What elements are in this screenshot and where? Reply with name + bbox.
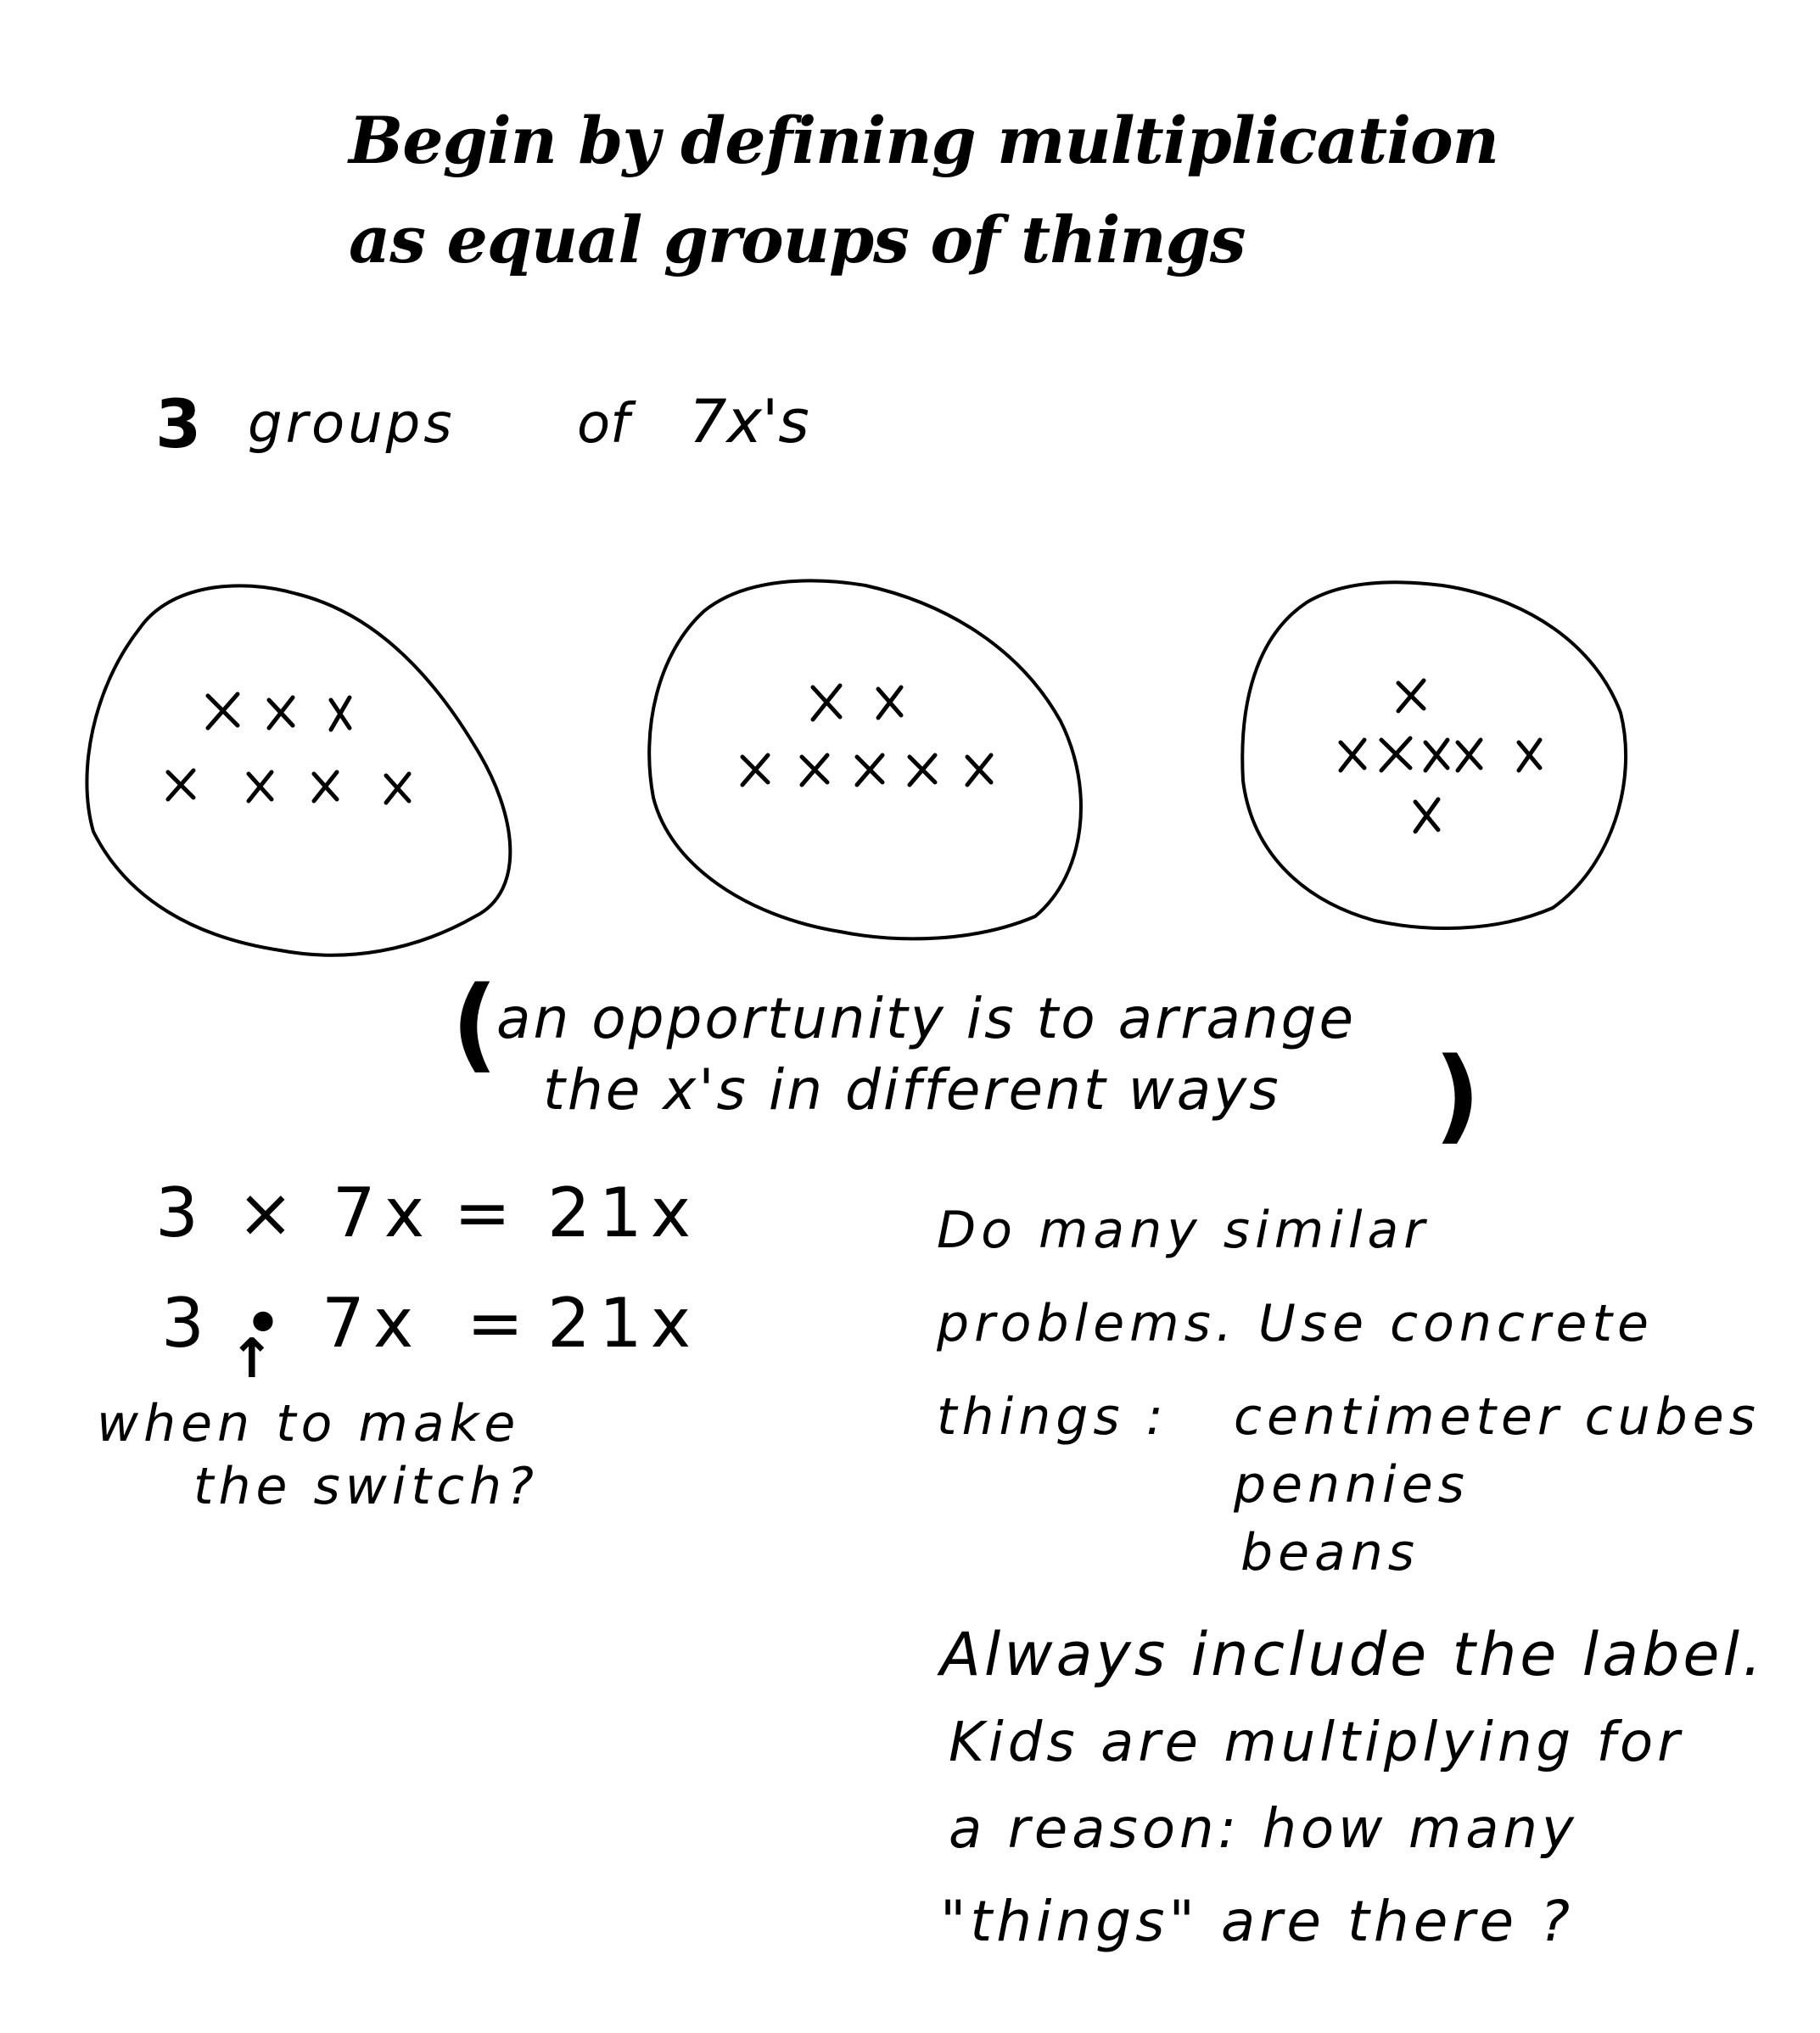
group-1-x-marks bbox=[165, 692, 412, 805]
title-line-2: as equal groups of things bbox=[349, 202, 1246, 277]
advice-item-centimeter-cubes: centimeter cubes bbox=[1234, 1387, 1761, 1447]
advice-item-beans: beans bbox=[1240, 1523, 1420, 1582]
advice-line-2: problems. Use concrete bbox=[937, 1294, 1654, 1353]
group-circle-3 bbox=[1240, 580, 1627, 930]
note-line-2: the x's in different ways bbox=[543, 1057, 1281, 1123]
note-close-paren: ) bbox=[1434, 1037, 1481, 1155]
label-note-line-1: Always include the label. bbox=[940, 1620, 1766, 1689]
note-open-paren: ( bbox=[451, 966, 498, 1084]
equation-2-right: 21x bbox=[547, 1284, 700, 1363]
groups-item: 7x's bbox=[689, 387, 809, 456]
groups-of-word: of bbox=[577, 393, 630, 456]
advice-item-pennies: pennies bbox=[1234, 1455, 1470, 1515]
up-arrow-icon: ↑ bbox=[229, 1328, 275, 1391]
advice-line-1: Do many similar bbox=[937, 1201, 1430, 1260]
label-note-line-3: a reason: how many bbox=[949, 1798, 1578, 1861]
label-note-line-4: "things" are there ? bbox=[940, 1889, 1575, 1954]
group-3-x-marks bbox=[1338, 678, 1543, 834]
group-2-x-marks bbox=[740, 683, 994, 787]
equation-2-equals: = bbox=[467, 1284, 533, 1363]
note-line-1: an opportunity is to arrange bbox=[496, 986, 1357, 1051]
equation-1-left: 3 × 7x bbox=[155, 1173, 434, 1252]
equation-1-right: 21x bbox=[547, 1173, 700, 1252]
advice-line-3-label: things : bbox=[937, 1387, 1168, 1447]
groups-count: 3 bbox=[155, 387, 202, 463]
switch-note-line-1: when to make bbox=[97, 1394, 521, 1453]
group-circle-2 bbox=[647, 579, 1083, 941]
equation-1-equals: = bbox=[454, 1173, 520, 1252]
title-line-1: Begin by defining multiplication bbox=[349, 103, 1499, 178]
label-note-line-2: Kids are multiplying for bbox=[949, 1711, 1684, 1774]
group-circle-1 bbox=[85, 584, 512, 957]
equation-2-left: 3 • 7x bbox=[161, 1284, 423, 1363]
groups-word: groups bbox=[248, 393, 456, 456]
switch-note-line-2: the switch? bbox=[193, 1457, 539, 1516]
